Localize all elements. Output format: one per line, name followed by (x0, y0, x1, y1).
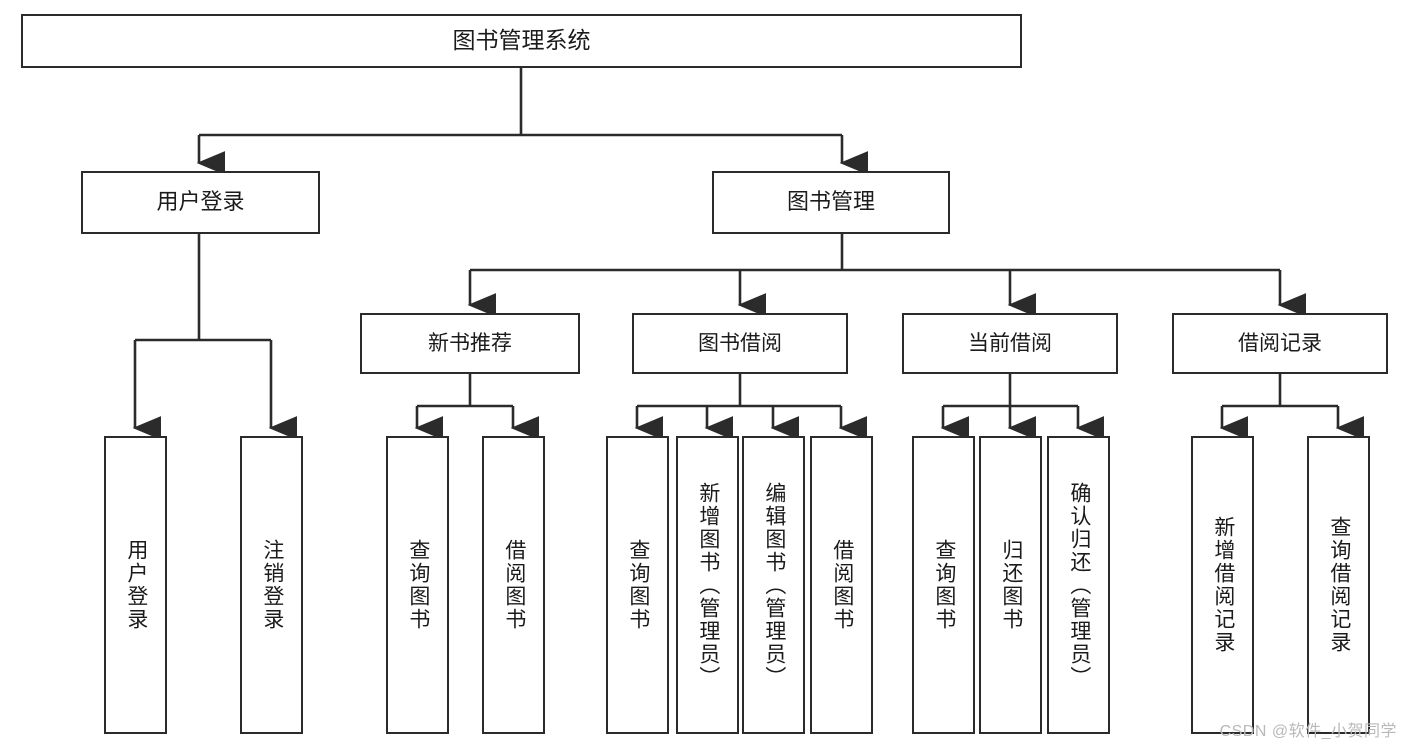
leaf-query-borrow-record[interactable]: 查询借阅记录 (1307, 436, 1370, 734)
node-book-management[interactable]: 图书管理 (712, 171, 950, 234)
node-label: 查询借阅记录 (1327, 516, 1351, 654)
node-label: 图书借阅 (698, 331, 782, 355)
node-label: 新增借阅记录 (1211, 516, 1235, 654)
leaf-query-book-borrow[interactable]: 查询图书 (606, 436, 669, 734)
leaf-borrow-book[interactable]: 借阅图书 (810, 436, 873, 734)
node-label: 新书推荐 (428, 331, 512, 355)
leaf-edit-book-admin[interactable]: 编辑图书（管理员） (742, 436, 805, 734)
node-current-borrow[interactable]: 当前借阅 (902, 313, 1118, 374)
node-label: 借阅图书 (830, 539, 854, 631)
node-user-login[interactable]: 用户登录 (81, 171, 320, 234)
node-label: 借阅记录 (1238, 331, 1322, 355)
leaf-user-login[interactable]: 用户登录 (104, 436, 167, 734)
leaf-borrow-book-recommend[interactable]: 借阅图书 (482, 436, 545, 734)
node-label: 图书管理系统 (452, 27, 591, 54)
node-label: 查询图书 (932, 539, 956, 631)
leaf-query-book-recommend[interactable]: 查询图书 (386, 436, 449, 734)
leaf-confirm-return-admin[interactable]: 确认归还（管理员） (1047, 436, 1110, 734)
leaf-logout[interactable]: 注销登录 (240, 436, 303, 734)
node-root-system[interactable]: 图书管理系统 (21, 14, 1022, 68)
node-label: 用户登录 (156, 189, 245, 215)
leaf-add-borrow-record[interactable]: 新增借阅记录 (1191, 436, 1254, 734)
leaf-return-book[interactable]: 归还图书 (979, 436, 1042, 734)
node-borrow-records[interactable]: 借阅记录 (1172, 313, 1388, 374)
leaf-query-book-current[interactable]: 查询图书 (912, 436, 975, 734)
node-new-book-recommend[interactable]: 新书推荐 (360, 313, 580, 374)
node-label: 用户登录 (124, 539, 148, 631)
node-label: 编辑图书（管理员） (762, 481, 786, 689)
node-label: 借阅图书 (502, 539, 526, 631)
node-label: 查询图书 (406, 539, 430, 631)
node-label: 查询图书 (626, 539, 650, 631)
node-book-borrow[interactable]: 图书借阅 (632, 313, 848, 374)
node-label: 图书管理 (786, 189, 875, 215)
node-label: 注销登录 (260, 539, 284, 631)
node-label: 当前借阅 (968, 331, 1052, 355)
node-label: 归还图书 (999, 539, 1023, 631)
leaf-add-book-admin[interactable]: 新增图书（管理员） (676, 436, 739, 734)
watermark-text: CSDN @软件_小贺同学 (1219, 723, 1397, 740)
node-label: 新增图书（管理员） (696, 481, 720, 689)
node-label: 确认归还（管理员） (1067, 481, 1091, 689)
